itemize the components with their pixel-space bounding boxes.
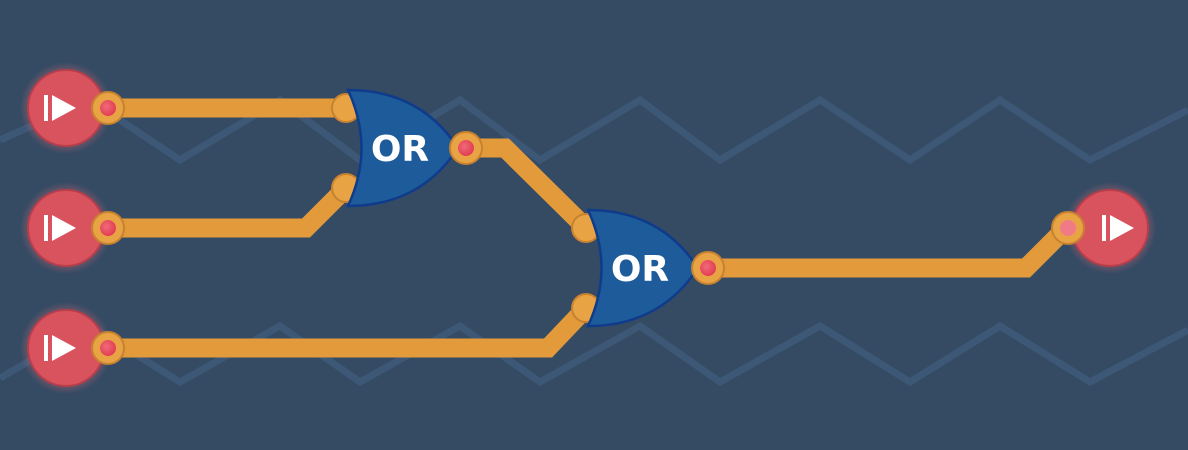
or-gate-body: [586, 208, 700, 328]
play-output-icon: [1102, 215, 1134, 241]
input-node-1[interactable]: [20, 62, 112, 154]
wire-input2-or1[interactable]: [108, 181, 353, 238]
or-gate-1[interactable]: OR: [331, 88, 483, 208]
wire-input3-or2[interactable]: [108, 301, 593, 358]
input-pin-2[interactable]: [91, 211, 125, 245]
background-zigzag-bottom: [0, 321, 1188, 387]
wires: [108, 98, 1073, 358]
play-input-icon: [44, 215, 76, 241]
gate-label: OR: [611, 249, 669, 290]
or-gate-body: [346, 88, 460, 208]
play-input-icon: [44, 335, 76, 361]
wire-or1-or2[interactable]: [466, 138, 593, 235]
input-pin-3[interactable]: [91, 331, 125, 365]
gate-output-pin[interactable]: [691, 251, 725, 285]
or-gate-2[interactable]: OR: [571, 208, 725, 328]
play-input-icon: [44, 95, 76, 121]
wire-or2-output[interactable]: [708, 221, 1073, 278]
output-input-pin[interactable]: [1051, 211, 1085, 245]
input-node-2[interactable]: [20, 182, 112, 274]
gate-output-pin[interactable]: [449, 131, 483, 165]
background-zigzag-top: [0, 95, 1188, 165]
output-node[interactable]: [1051, 182, 1156, 274]
gate-label: OR: [371, 129, 429, 170]
input-pin-1[interactable]: [91, 91, 125, 125]
